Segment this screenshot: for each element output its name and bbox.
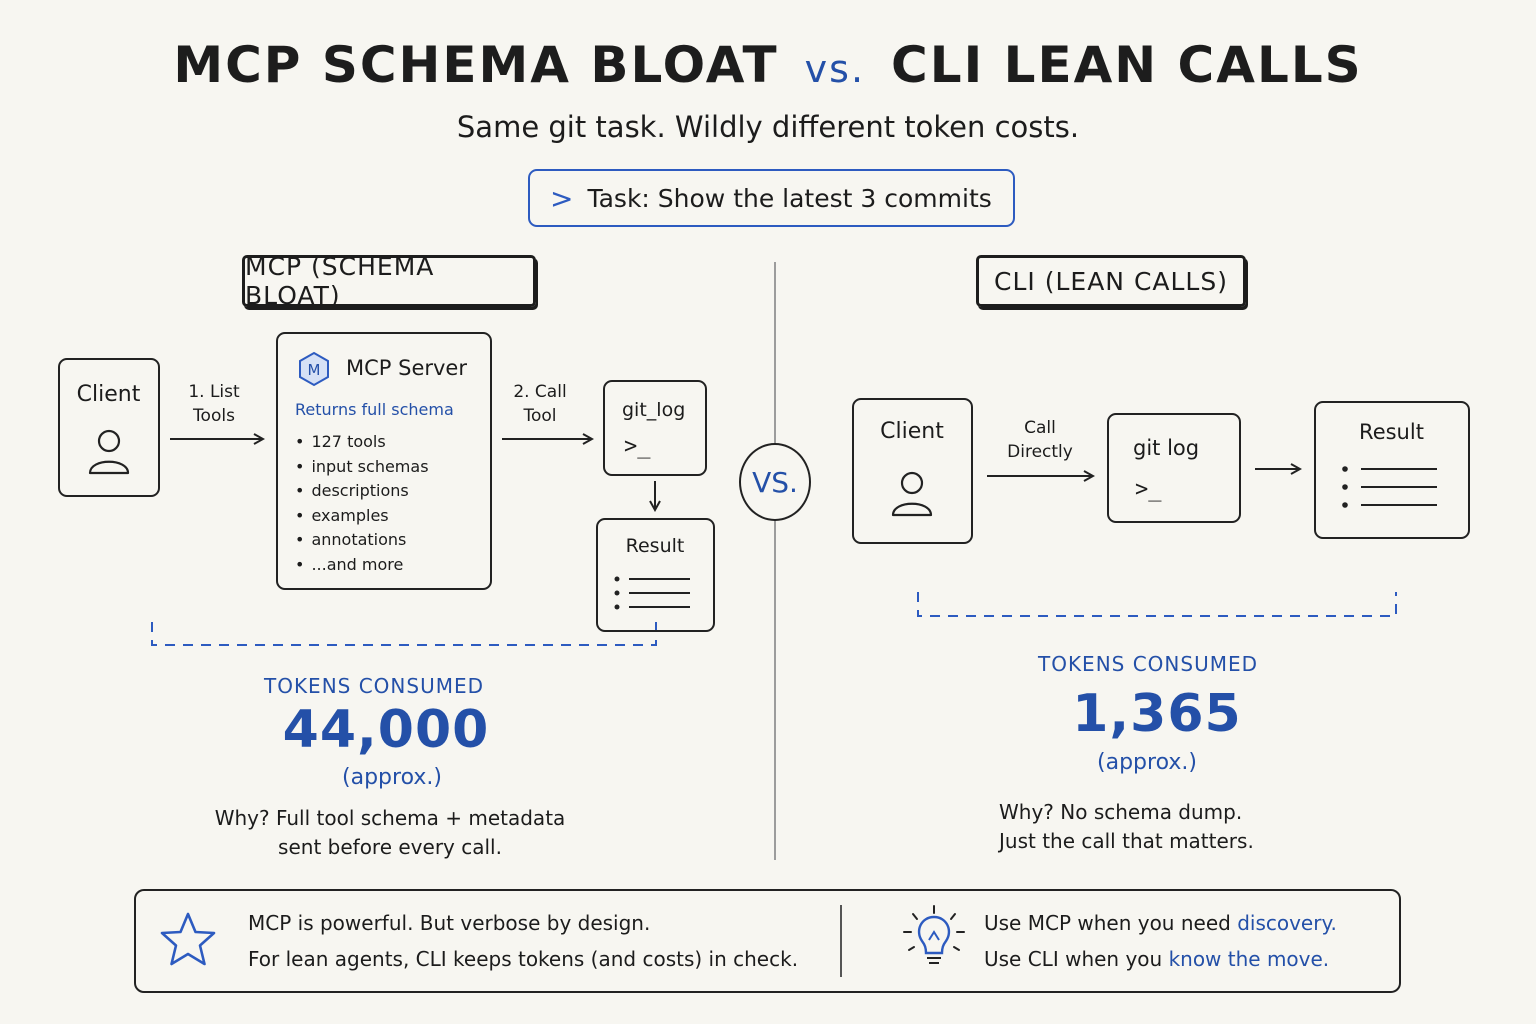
title-right: CLI LEAN CALLS: [891, 36, 1363, 94]
list-item: input schemas: [295, 455, 428, 480]
cli-dashed-brace: [917, 592, 1397, 617]
mcp-result-box: Result: [596, 518, 715, 632]
cli-result-box: Result: [1314, 401, 1470, 539]
mcp-approx: (approx.): [342, 765, 442, 790]
list-item: examples: [295, 504, 429, 529]
footer-right-line2: Use CLI when you know the move.: [984, 941, 1337, 977]
cli-tokens-label: TOKENS CONSUMED: [1037, 652, 1259, 676]
terminal-icon: >_: [624, 434, 651, 459]
cli-why-line2: Just the call that matters.: [999, 829, 1254, 853]
mcp-step1-line1: 1. List: [188, 382, 240, 402]
footer-right-text: Use MCP when you need discovery. Use CLI…: [984, 905, 1337, 977]
cli-section-title: CLI (LEAN CALLS): [976, 255, 1246, 307]
task-box: > Task: Show the latest 3 commits: [528, 169, 1015, 227]
title-left: MCP SCHEMA BLOAT: [173, 36, 779, 94]
mcp-step2-line1: 2. Call: [513, 382, 567, 402]
chevron-right-icon: >: [550, 181, 574, 215]
list-item: ...and more: [295, 553, 429, 578]
cli-gitlog-box: git log >_: [1107, 413, 1241, 523]
mcp-client-label: Client: [76, 382, 141, 407]
cli-gitlog-label: git log: [1133, 436, 1200, 460]
vs-badge: VS.: [739, 443, 811, 521]
mcp-gitlog-box: git_log >_: [603, 380, 707, 476]
footer-left-text: MCP is powerful. But verbose by design. …: [248, 905, 798, 977]
terminal-icon: >_: [1135, 477, 1162, 502]
mcp-step2-line2: Tool: [523, 406, 557, 426]
list-item: descriptions: [295, 479, 429, 504]
mcp-why-line1: Why? Full tool schema + metadata: [214, 806, 566, 830]
footer-right-line1-highlight: discovery.: [1237, 911, 1337, 935]
mcp-server-list: 127 tools input schemas descriptions exa…: [295, 430, 429, 578]
mcp-server-title: MCP Server: [346, 356, 467, 380]
user-icon: [891, 471, 933, 517]
footer-right-line1: Use MCP when you need discovery.: [984, 905, 1337, 941]
mcp-dashed-brace: [151, 622, 657, 646]
cli-why: Why? No schema dump. Just the call that …: [999, 798, 1399, 856]
footer-box: MCP is powerful. But verbose by design. …: [134, 889, 1401, 993]
footer-right-line1-prefix: Use MCP when you need: [984, 911, 1231, 935]
list-item: annotations: [295, 528, 429, 553]
task-text: Task: Show the latest 3 commits: [587, 183, 992, 213]
cli-step-label: Call Directly: [995, 416, 1085, 464]
footer-right-line2-highlight: know the move.: [1168, 947, 1330, 971]
footer-right-line2-prefix: Use CLI when you: [984, 947, 1163, 971]
mcp-step2-label: 2. Call Tool: [508, 380, 572, 428]
mcp-server-box: M MCP Server Returns full schema 127 too…: [276, 332, 492, 590]
mcp-section-title: MCP (SCHEMA BLOAT): [242, 252, 536, 310]
cli-tokens-value: 1,365: [1072, 684, 1242, 744]
list-item: 127 tools: [295, 430, 429, 455]
mcp-server-subtitle: Returns full schema: [295, 400, 454, 419]
hexagon-icon: M: [299, 351, 329, 387]
mcp-why-line2: sent before every call.: [278, 835, 502, 859]
cli-result-label: Result: [1359, 420, 1424, 444]
footer-divider: [840, 905, 842, 977]
cli-client-label: Client: [880, 419, 944, 444]
mcp-gitlog-label: git_log: [622, 399, 686, 421]
mcp-step1-line2: Tools: [193, 406, 235, 426]
mcp-why: Why? Full tool schema + metadata sent be…: [180, 804, 600, 862]
footer-left-line1: MCP is powerful. But verbose by design.: [248, 911, 651, 935]
list-lines-icon: [1342, 466, 1437, 508]
center-divider: [774, 262, 776, 860]
star-icon: [160, 912, 216, 966]
page-title: MCP SCHEMA BLOAT vs. CLI LEAN CALLS: [0, 36, 1536, 94]
page-subtitle: Same git task. Wildly different token co…: [456, 110, 1080, 144]
mcp-server-badge: M: [308, 361, 321, 379]
cli-step-line2: Directly: [1007, 442, 1073, 462]
user-icon: [88, 429, 130, 475]
cli-approx: (approx.): [1097, 750, 1197, 775]
mcp-tokens-value: 44,000: [282, 700, 490, 760]
vs-label: VS.: [752, 465, 798, 499]
mcp-result-label: Result: [625, 535, 685, 557]
cli-why-line1: Why? No schema dump.: [999, 800, 1243, 824]
mcp-step1-label: 1. List Tools: [172, 380, 256, 428]
lightbulb-icon: [903, 905, 965, 964]
footer-left-line2: For lean agents, CLI keeps tokens (and c…: [248, 947, 799, 971]
mcp-tokens-label: TOKENS CONSUMED: [263, 674, 485, 698]
title-vs: vs.: [804, 47, 866, 91]
cli-step-line1: Call: [1024, 418, 1056, 438]
cli-client-box: Client: [852, 398, 973, 544]
mcp-client-box: Client: [58, 358, 160, 497]
list-lines-icon: [614, 576, 690, 610]
